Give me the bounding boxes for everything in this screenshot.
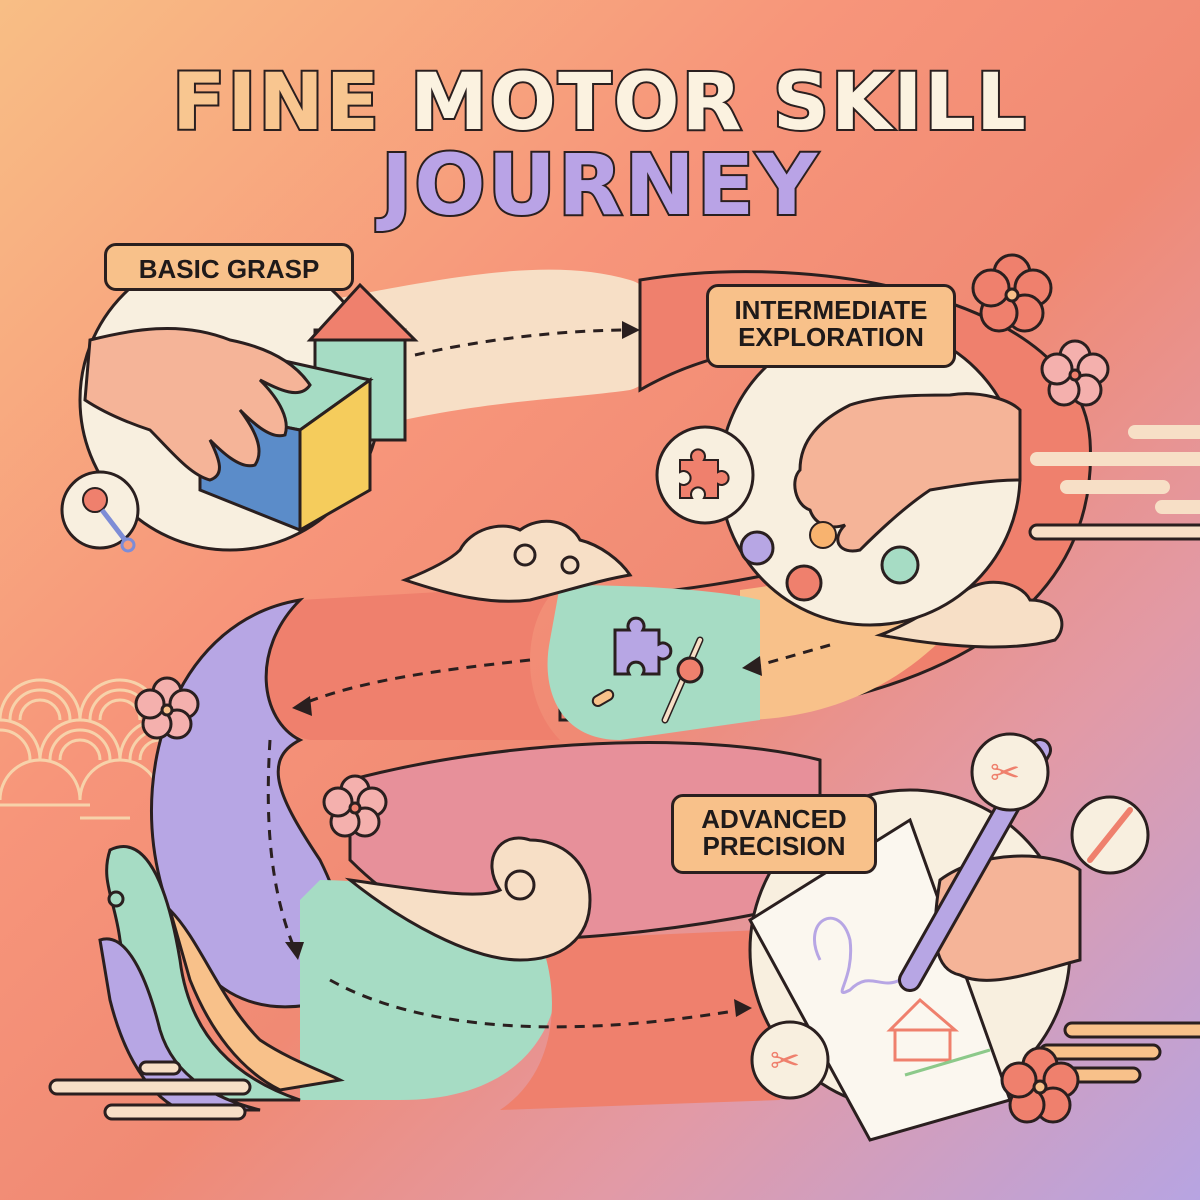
house-drawing [886, 997, 960, 1062]
path-segment-coral-bottom [500, 930, 780, 1110]
scissors-icon: ✂ [990, 752, 1020, 793]
stage-label-text-line1: ADVANCED [701, 804, 847, 834]
stage-label-text: BASIC GRASP [138, 254, 320, 284]
path-segment-cream [330, 269, 660, 430]
squiggle-drawing [813, 916, 901, 994]
page-title-line1: FINE MOTOR SKILL [0, 56, 1200, 150]
stage-label-text-line2: EXPLORATION [738, 322, 924, 353]
mint-marble [880, 545, 920, 585]
stage-label-intermediate-exploration: INTERMEDIATE EXPLORATION [706, 284, 956, 368]
cloud-band-bottom-right [1038, 1021, 1200, 1084]
scissors-badge-top [970, 732, 1050, 812]
cloud-band-bottom-left [48, 1060, 252, 1121]
cloud-swirl [400, 519, 633, 603]
red-button [785, 564, 823, 602]
stage-basic-grasp-illustration [60, 248, 419, 553]
puzzle-piece-icon [679, 448, 730, 499]
stage-label-text-line2: PRECISION [702, 831, 846, 862]
cloud-swirl [344, 836, 592, 962]
paintbrush-icon [1087, 807, 1133, 863]
cone-block [306, 282, 419, 342]
title-word-fine: FINE [170, 56, 381, 150]
path-arrows [266, 328, 831, 1029]
arrowheads [285, 321, 762, 1017]
scissors-icon: ✂ [770, 1040, 800, 1081]
stage-label-basic-grasp: BASIC GRASP [104, 243, 354, 291]
page-title-line2: JOURNEY [379, 134, 820, 236]
cloud-band-right [1028, 425, 1200, 541]
sakura-flower [134, 253, 1110, 1124]
purple-button [739, 530, 775, 566]
rattle-icon [82, 487, 108, 513]
stage-label-text-line1: INTERMEDIATE [734, 295, 928, 325]
scissors-badge-bottom [750, 1020, 830, 1100]
title-word-motor-skill: MOTOR SKILL [408, 56, 1028, 150]
stage-label-advanced-precision: ADVANCED PRECISION [671, 794, 877, 874]
orange-bead [809, 521, 837, 549]
stage-intermediate-exploration-illustration [655, 323, 1022, 627]
path-segment-coral-mid [263, 585, 560, 740]
puzzle-piece-icon [613, 616, 673, 676]
bead-on-stick [676, 656, 704, 684]
